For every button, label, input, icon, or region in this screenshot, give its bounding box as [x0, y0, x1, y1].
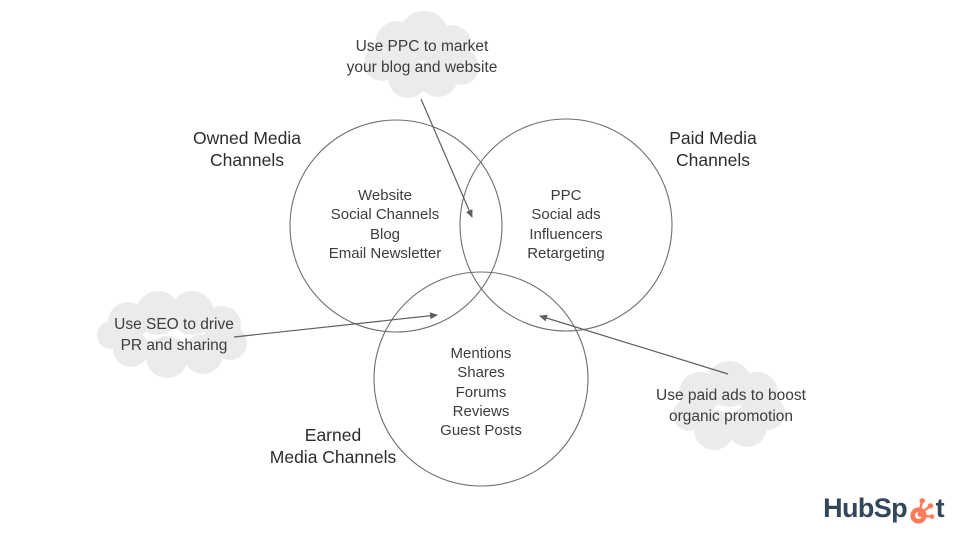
cloud-shape-bottom-right [673, 361, 785, 450]
earned-media-circle [373, 271, 589, 487]
owned-media-circle [289, 119, 503, 333]
list-item: Blog [369, 225, 401, 243]
hubspot-wordmark-prefix: HubSp [823, 493, 908, 523]
list-item: Reviews [452, 402, 510, 420]
earned-media-items: Mentions Shares Forums Reviews Guest Pos… [440, 344, 522, 440]
list-item: Social Channels [330, 206, 440, 224]
callout-bottom-right-text: Use paid ads to boost organic promotion [656, 387, 806, 425]
callout-top-text: Use PPC to market your blog and website [346, 38, 498, 76]
list-item: Website [358, 187, 412, 204]
list-item: Guest Posts [440, 422, 522, 440]
arrow-top-callout [420, 98, 473, 218]
paid-media-label: Paid Media Channels [669, 128, 757, 170]
list-item: Forums [455, 383, 507, 401]
earned-media-label: Earned Media Channels [269, 425, 397, 467]
arrow-left-callout [233, 312, 438, 338]
hubspot-wordmark-suffix: t [935, 493, 945, 523]
list-item: Mentions [450, 345, 512, 362]
owned-media-items: Website Social Channels Blog Email Newsl… [329, 186, 442, 263]
list-item: Social ads [531, 206, 601, 224]
owned-media-label: Owned Media Channels [193, 128, 301, 170]
arrow-bottom-right-callout [539, 314, 729, 375]
paid-media-items: PPC Social ads Influencers Retargeting [527, 186, 605, 263]
list-item: Influencers [529, 225, 603, 243]
paid-media-circle [459, 118, 673, 332]
hubspot-sprocket-icon [910, 497, 935, 524]
list-item: Email Newsletter [328, 244, 442, 262]
callout-left-text: Use SEO to drive PR and sharing [114, 316, 234, 354]
hubspot-logo: HubSp t [823, 491, 945, 525]
list-item: Shares [457, 364, 505, 382]
list-item: Retargeting [527, 244, 605, 262]
list-item: PPC [550, 187, 582, 204]
cloud-shape-left [97, 291, 247, 378]
cloud-shape-top [364, 11, 479, 98]
